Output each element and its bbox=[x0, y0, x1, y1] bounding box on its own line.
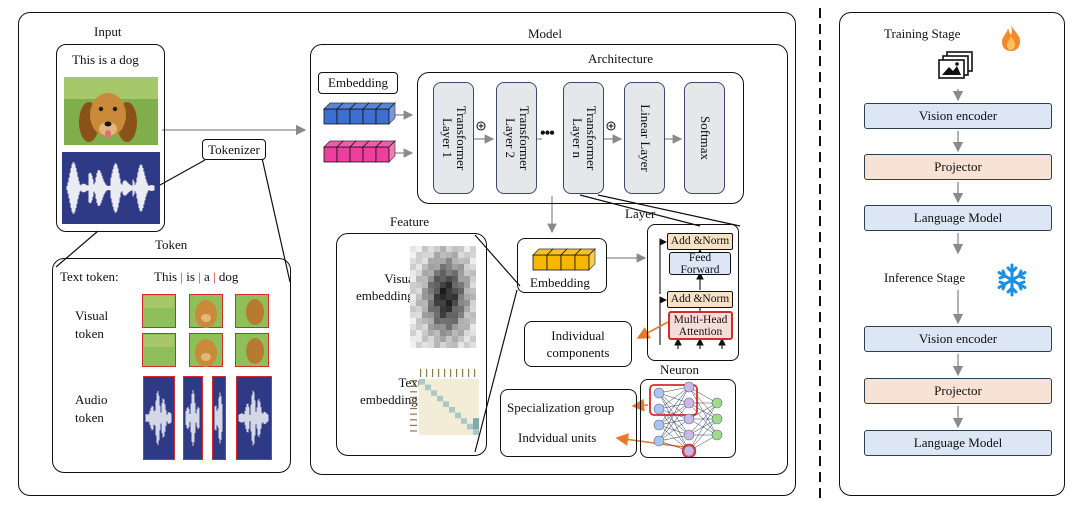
inference-stage-title: Inference Stage bbox=[884, 270, 966, 285]
stages-panel bbox=[839, 12, 1065, 496]
token-panel: Text token: This | is | a | dog Visual t… bbox=[52, 258, 291, 473]
embedding-label-box: Embedding bbox=[318, 72, 398, 94]
train-projector: Projector bbox=[864, 154, 1052, 180]
audio-token-segment bbox=[143, 376, 175, 460]
token-sep: | bbox=[198, 269, 201, 284]
layer-panel: Add &Norm Feed Forward Add &Norm Multi-H… bbox=[647, 224, 739, 361]
visual-token-patch bbox=[142, 294, 176, 328]
feed-forward: Feed Forward bbox=[669, 252, 731, 276]
train-vision-encoder: Vision encoder bbox=[864, 103, 1052, 129]
audio-waveform bbox=[62, 152, 160, 224]
embedding-panel: Embedding bbox=[517, 238, 607, 293]
add-norm-top: Add &Norm bbox=[667, 233, 733, 250]
embedding-yellow-vector bbox=[532, 248, 596, 271]
feature-panel: Visual embedding: Text embedding: bbox=[336, 233, 487, 456]
infer-projector: Projector bbox=[864, 378, 1052, 404]
neuron-description-panel: Specialization group Indvidual units bbox=[500, 389, 637, 457]
neural-network-icon bbox=[649, 381, 723, 457]
model-title: Model bbox=[528, 26, 562, 41]
audio-token-segment bbox=[236, 376, 272, 460]
token-word: This bbox=[154, 269, 178, 284]
architecture-panel: Transformer Layer 1 Transformer Layer 2 … bbox=[417, 72, 744, 204]
visual-token-patch bbox=[142, 333, 176, 367]
flame-icon bbox=[1002, 25, 1021, 51]
token-word: is bbox=[186, 269, 195, 284]
visual-token-patch bbox=[235, 333, 269, 367]
transformer-layer-1: Transformer Layer 1 bbox=[433, 82, 474, 194]
architecture-title: Architecture bbox=[588, 51, 653, 66]
audio-token-label: Audio token bbox=[75, 392, 108, 425]
text-token-sequence: This | is | a | dog bbox=[154, 269, 238, 285]
transformer-layer-2: Transformer Layer 2 bbox=[496, 82, 537, 194]
image-stack-icon bbox=[938, 51, 973, 79]
linear-layer: Linear Layer bbox=[624, 82, 665, 194]
text-token-prefix: Text token: bbox=[60, 269, 119, 284]
neuron-title: Neuron bbox=[660, 362, 699, 377]
embedding-box-label: Embedding bbox=[530, 275, 590, 290]
tokenizer-box: Tokenizer bbox=[202, 139, 266, 160]
layer-ellipsis: ••• bbox=[540, 125, 555, 142]
embedding-vectors bbox=[323, 102, 396, 163]
layer-title: Layer bbox=[625, 206, 656, 221]
token-word: dog bbox=[218, 269, 239, 284]
input-caption: This is a dog bbox=[72, 52, 139, 67]
visual-embedding-heatmap bbox=[410, 246, 476, 348]
training-stage-title: Training Stage bbox=[884, 26, 961, 41]
token-sep: | bbox=[180, 269, 183, 284]
visual-token-patch bbox=[235, 294, 269, 328]
audio-token-segment bbox=[183, 376, 203, 460]
dog-photo bbox=[64, 77, 158, 145]
visual-token-label: Visual token bbox=[75, 308, 109, 341]
add-norm-bottom: Add &Norm bbox=[667, 291, 733, 308]
main-diagram-frame bbox=[18, 12, 796, 496]
infer-vision-encoder: Vision encoder bbox=[864, 326, 1052, 352]
train-language-model: Language Model bbox=[864, 205, 1052, 231]
visual-token-patch bbox=[189, 294, 223, 328]
token-title: Token bbox=[155, 237, 188, 252]
feature-title: Feature bbox=[390, 214, 429, 229]
visual-embedding-label: Visual embedding: bbox=[356, 271, 418, 303]
specialization-group-label: Specialization group bbox=[507, 400, 615, 415]
token-word: a bbox=[204, 269, 210, 284]
individual-components-box: Individual components bbox=[524, 321, 632, 367]
audio-token-segment bbox=[212, 376, 226, 460]
visual-token-patch bbox=[189, 333, 223, 367]
softmax-layer: Softmax bbox=[684, 82, 725, 194]
individual-units-label: Indvidual units bbox=[518, 430, 597, 445]
input-title: Input bbox=[94, 24, 122, 39]
input-panel: This is a dog bbox=[56, 44, 165, 232]
neuron-panel bbox=[640, 379, 736, 458]
snowflake-icon bbox=[997, 263, 1027, 297]
infer-language-model: Language Model bbox=[864, 430, 1052, 456]
multi-head-attention: Multi-Head Attention bbox=[668, 311, 733, 340]
text-embedding-matrix bbox=[410, 369, 479, 435]
transformer-layer-n: Transformer Layer n bbox=[563, 82, 604, 194]
token-sep: | bbox=[213, 269, 216, 284]
model-panel bbox=[310, 44, 788, 475]
